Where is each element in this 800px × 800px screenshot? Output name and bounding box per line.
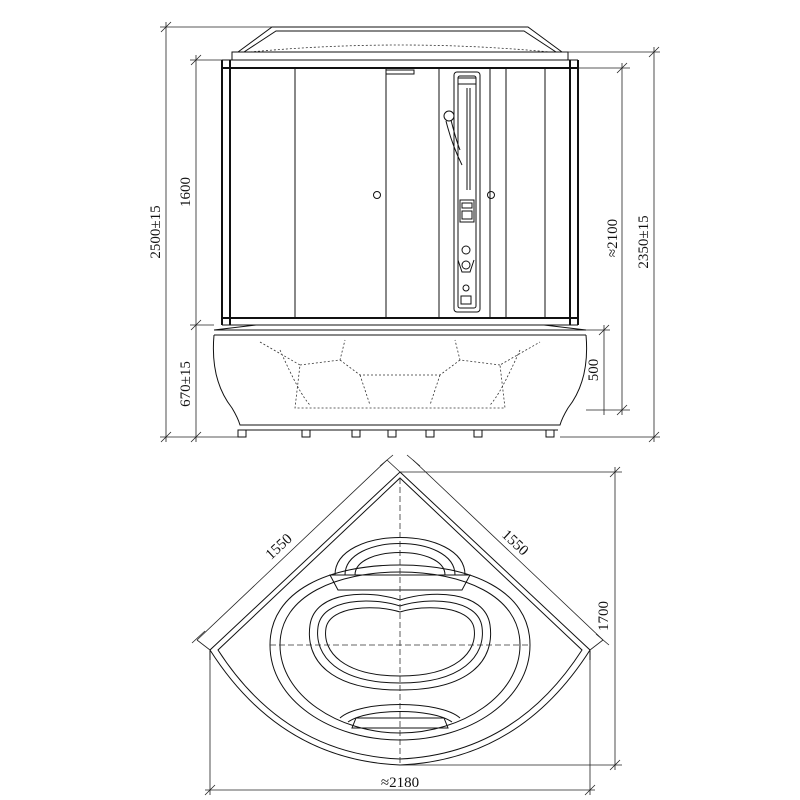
dim-inner-height: ≈2100 [605, 219, 621, 257]
dim-bath-depth: 500 [586, 359, 602, 382]
dim-left-side: 1550 [263, 531, 296, 563]
door-knob-left-icon [373, 191, 381, 199]
top-dimensions [191, 454, 622, 796]
dim-base-height: 670±15 [178, 361, 194, 407]
shower-column [443, 71, 481, 313]
dim-depth: 1700 [596, 601, 612, 631]
cabin-roof [222, 26, 578, 61]
dim-right-side: 1550 [498, 527, 531, 559]
door-knob-right-icon [487, 191, 495, 199]
dim-cabin-height: 1600 [178, 177, 194, 207]
front-view: 2500±15 1600 670±15 ≈2100 2350±15 500 [148, 21, 660, 443]
front-dimensions-right [560, 46, 660, 443]
dim-side-height: 2350±15 [636, 215, 652, 268]
top-view: 1550 1550 1700 ≈2180 [191, 454, 622, 796]
dim-width: ≈2180 [381, 775, 419, 791]
cabin-frame [221, 60, 579, 326]
dim-total-height: 2500±15 [148, 205, 164, 258]
front-dimensions-left [160, 21, 272, 443]
feet [237, 429, 555, 438]
bath-tray [212, 324, 588, 438]
